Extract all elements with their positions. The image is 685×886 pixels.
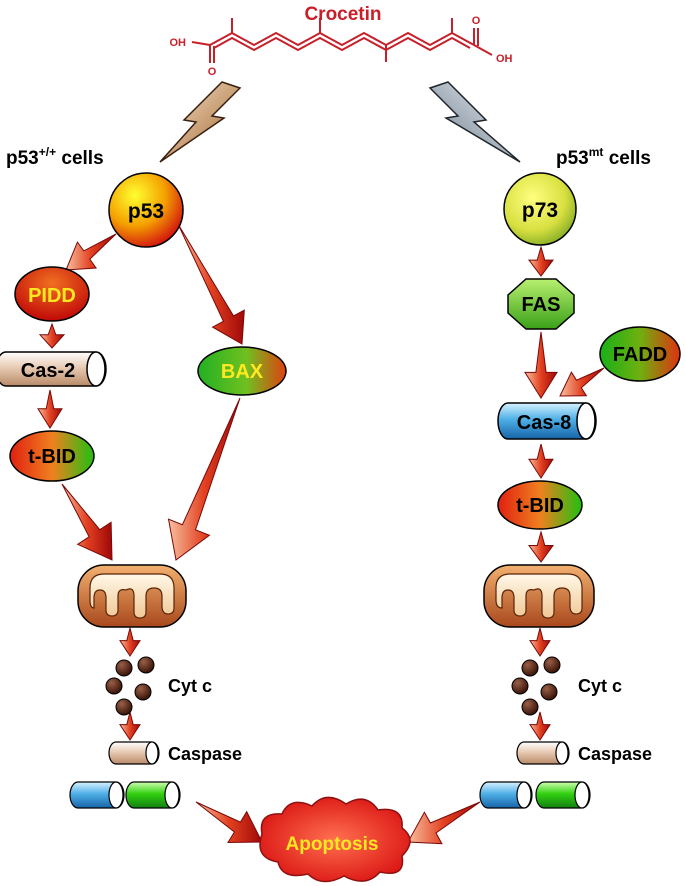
node-fas-label: FAS	[522, 294, 561, 316]
arrow-p53-to-pidd	[65, 233, 117, 271]
mitochondrion-left-icon	[77, 564, 187, 628]
node-fadd-label: FADD	[613, 344, 667, 366]
node-tbid-right-label: t-BID	[516, 495, 564, 517]
caspase-right-label: Caspase	[578, 744, 652, 764]
caspase-left-blue-cylinder	[69, 781, 125, 809]
node-pidd: PIDD	[14, 266, 90, 322]
node-tbid-right: t-BID	[497, 480, 583, 530]
left-cell-type-label: p53+/+ cells	[6, 145, 104, 169]
arrow-p53-to-bax	[177, 223, 245, 345]
molecule-o-left: O	[208, 66, 217, 78]
caspase-right-cylinder	[516, 741, 570, 765]
arrow-p73-to-fas	[527, 245, 555, 277]
node-cas2-label: Cas-2	[21, 360, 75, 382]
node-p53: p53	[108, 172, 184, 248]
node-bax: BAX	[197, 346, 287, 396]
node-fas: FAS	[507, 278, 575, 330]
arrow-cytc-to-caspase-right	[529, 711, 551, 741]
arrow-mito-to-cytc-right	[529, 627, 551, 657]
arrow-pidd-to-cas2	[38, 322, 66, 349]
caspase-left-label: Caspase	[168, 744, 242, 764]
caspase-left-green-cylinder	[125, 781, 181, 809]
arrow-tbid-to-mito-right	[528, 530, 554, 563]
cytochrome-c-left-icon	[105, 656, 155, 716]
arrow-cas8-to-tbid	[528, 443, 554, 479]
lightning-bolt-right-icon	[428, 81, 521, 163]
arrow-fadd-to-cas8	[559, 367, 605, 397]
node-tbid-left: t-BID	[9, 430, 95, 482]
node-cas8-label: Cas-8	[517, 412, 571, 434]
right-cell-type-label: p53mt cells	[556, 145, 651, 169]
arrow-bax-to-mito	[167, 397, 241, 561]
crocetin-structure	[191, 18, 493, 63]
node-cas8: Cas-8	[497, 402, 597, 440]
arrow-left-to-apoptosis	[195, 801, 263, 844]
lightning-bolt-left-icon	[159, 81, 242, 163]
node-fadd: FADD	[599, 326, 681, 382]
arrow-fas-to-cas8	[524, 331, 558, 399]
arrow-tbid-to-mito	[61, 483, 113, 561]
mitochondrion-right-icon	[483, 564, 595, 628]
caspase-right-blue-cylinder	[479, 781, 533, 809]
node-cas2: Cas-2	[0, 351, 107, 387]
cytc-right-label: Cyt c	[578, 676, 622, 696]
arrow-mito-to-cytc-left	[119, 627, 141, 657]
arrow-right-to-apoptosis	[407, 801, 481, 845]
node-p53-label: p53	[128, 200, 164, 223]
caspase-right-green-cylinder	[535, 781, 591, 809]
node-bax-label: BAX	[221, 361, 264, 383]
node-p73-label: p73	[522, 199, 558, 222]
apoptosis-burst: Apoptosis	[259, 796, 411, 883]
cytochrome-c-right-icon	[511, 656, 561, 716]
cytc-left-label: Cyt c	[168, 676, 212, 696]
molecule-oh-right: OH	[496, 53, 513, 65]
node-pidd-label: PIDD	[28, 285, 76, 307]
arrow-cas2-to-tbid	[37, 389, 63, 429]
molecule-oh-left: OH	[170, 37, 187, 49]
node-tbid-left-label: t-BID	[28, 446, 76, 468]
pathway-arrows	[37, 223, 605, 845]
arrow-cytc-to-caspase-left	[119, 711, 141, 741]
molecule-o-right: O	[472, 15, 481, 27]
caspase-left-cylinder	[108, 741, 160, 765]
molecule-title: Crocetin	[304, 4, 381, 25]
apoptosis-label: Apoptosis	[286, 834, 379, 855]
node-p73: p73	[503, 172, 577, 246]
